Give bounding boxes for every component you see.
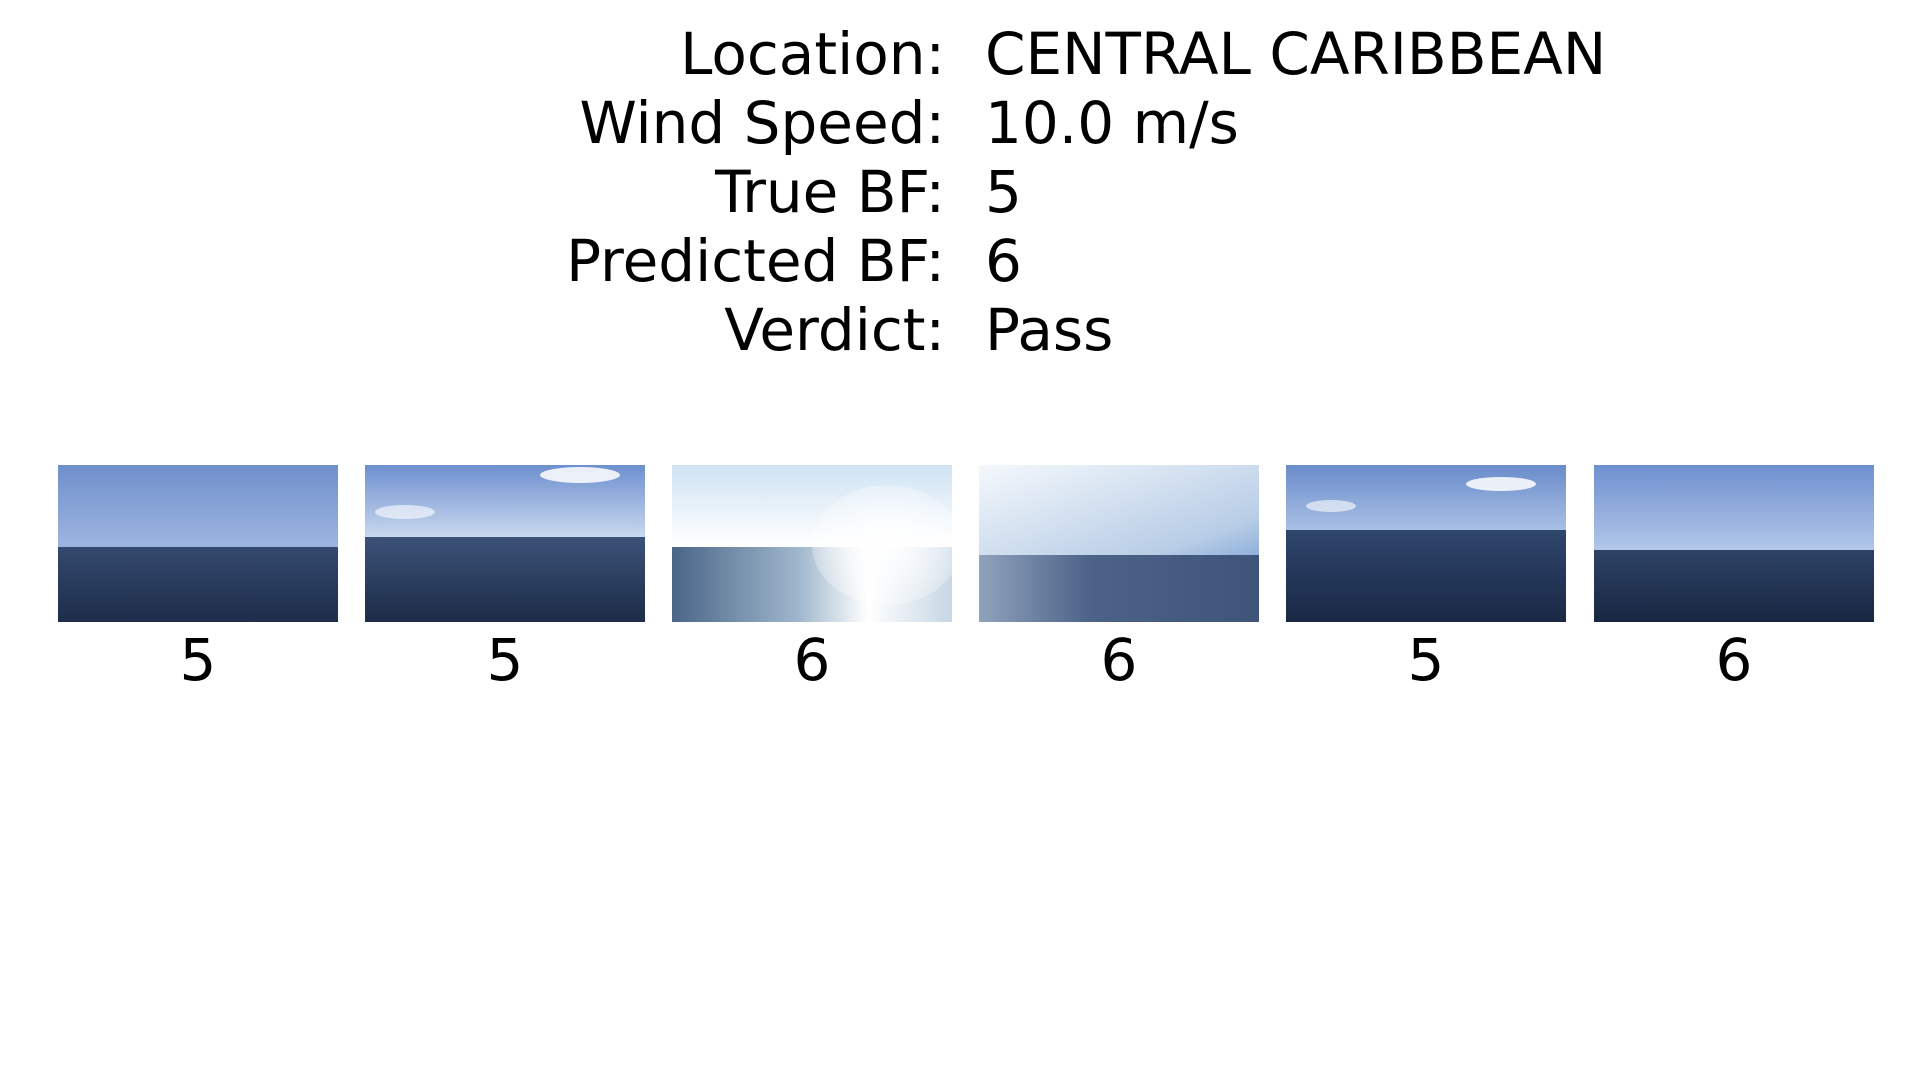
image-strip: 5 5 6 6 5 bbox=[58, 465, 1874, 695]
true-bf-label: True BF: bbox=[715, 158, 945, 226]
verdict-label: Verdict: bbox=[724, 296, 945, 364]
ocean-photo-4 bbox=[979, 465, 1259, 622]
ocean-photo-6 bbox=[1594, 465, 1874, 622]
sky-area bbox=[58, 465, 338, 547]
sky-area bbox=[1286, 465, 1566, 530]
sea-area bbox=[1594, 550, 1874, 622]
true-bf-value: 5 bbox=[985, 158, 1022, 226]
frame-3-label: 6 bbox=[793, 626, 831, 694]
ocean-photo-2 bbox=[365, 465, 645, 622]
predicted-bf-row: Predicted BF: 6 bbox=[0, 227, 1920, 296]
cloud-shape bbox=[1306, 500, 1356, 512]
ocean-photo-3 bbox=[672, 465, 952, 622]
frame-4-label: 6 bbox=[1100, 626, 1138, 694]
sun-glare bbox=[812, 485, 952, 605]
location-value: CENTRAL CARIBBEAN bbox=[985, 20, 1607, 88]
sea-area bbox=[58, 547, 338, 622]
info-panel: Location: CENTRAL CARIBBEAN Wind Speed: … bbox=[0, 20, 1920, 365]
sea-area bbox=[979, 555, 1259, 622]
predicted-bf-label: Predicted BF: bbox=[566, 227, 945, 295]
cloud-shape bbox=[375, 505, 435, 519]
location-label: Location: bbox=[680, 20, 945, 88]
wind-speed-value: 10.0 m/s bbox=[985, 89, 1239, 157]
predicted-bf-value: 6 bbox=[985, 227, 1022, 295]
location-row: Location: CENTRAL CARIBBEAN bbox=[0, 20, 1920, 89]
verdict-row: Verdict: Pass bbox=[0, 296, 1920, 365]
wind-speed-label: Wind Speed: bbox=[579, 89, 945, 157]
cloud-shape bbox=[1466, 477, 1536, 491]
ocean-photo-1 bbox=[58, 465, 338, 622]
true-bf-row: True BF: 5 bbox=[0, 158, 1920, 227]
sky-area bbox=[1594, 465, 1874, 550]
sea-area bbox=[365, 537, 645, 622]
frame-6-label: 6 bbox=[1715, 626, 1753, 694]
wind-speed-row: Wind Speed: 10.0 m/s bbox=[0, 89, 1920, 158]
frame-1-label: 5 bbox=[179, 626, 217, 694]
frame-2-label: 5 bbox=[486, 626, 524, 694]
verdict-value: Pass bbox=[985, 296, 1114, 364]
sea-area bbox=[1286, 530, 1566, 622]
sky-area bbox=[979, 465, 1259, 555]
ocean-photo-5 bbox=[1286, 465, 1566, 622]
cloud-shape bbox=[540, 467, 620, 483]
frame-5-label: 5 bbox=[1407, 626, 1445, 694]
